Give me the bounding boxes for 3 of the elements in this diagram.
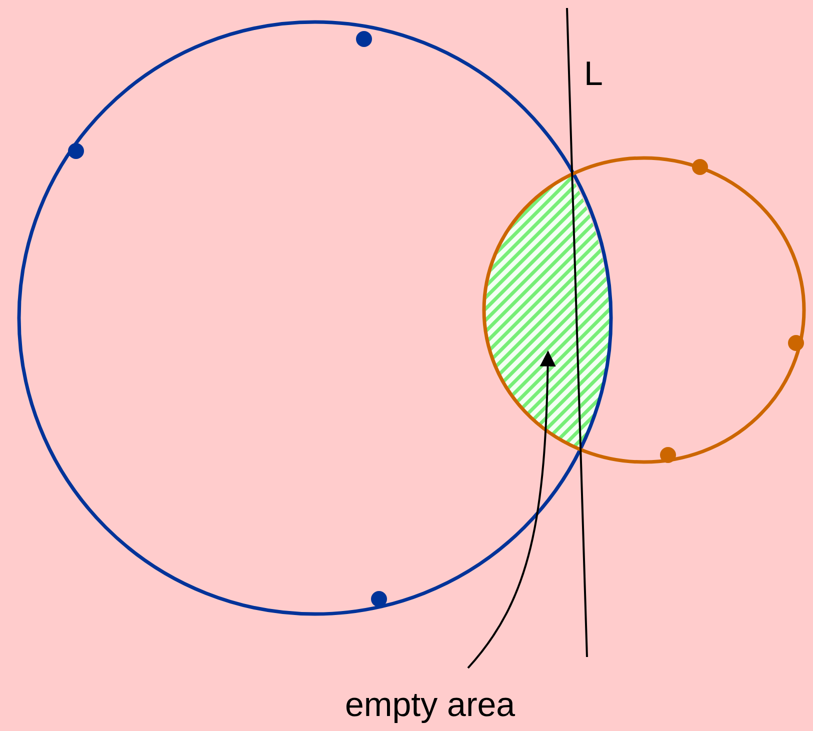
region-label: empty area (345, 686, 516, 725)
leader-arrow (467, 350, 556, 669)
line-label: L (584, 55, 603, 94)
